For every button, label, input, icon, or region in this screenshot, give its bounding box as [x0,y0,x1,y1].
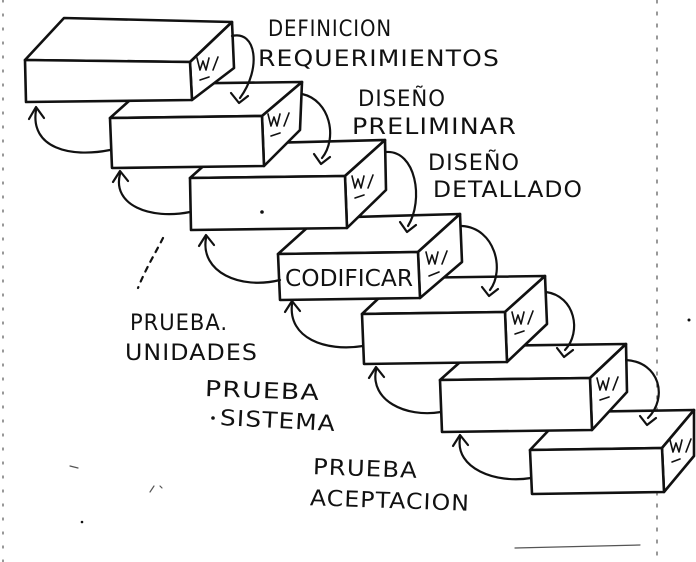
box-side-mark [196,56,219,81]
feedback-arrow-3 [197,233,282,284]
dashed-pointer [136,236,165,290]
stage-label-6-line-1: PRUEBA [205,377,321,406]
box-front-face [528,446,666,496]
stage-label-5-line-2: UNIDADES [125,341,258,366]
arrowhead [229,91,250,105]
stage-label-7-line-2: ACEPTACION [310,486,471,517]
box-side-mark [425,250,448,277]
arrowhead [312,152,332,166]
bottom-stray-line [514,544,641,549]
forward-arrow-6 [624,358,660,427]
stage-label-1-line-2: REQUERIMIENTOS [258,47,500,72]
forward-arrow-5 [544,290,576,359]
feedback-arrow-5 [367,365,443,415]
box-front-face [188,174,349,232]
arrowhead [555,346,575,359]
box-front-face [438,376,594,434]
arrowhead [480,285,500,298]
box-side-mark [669,438,692,463]
stray-dot [687,318,691,322]
arrowhead [283,299,302,314]
forward-arrow-3 [384,150,418,234]
stage-label-7-line-1: PRUEBA [313,455,419,484]
box-side-mark [351,174,374,199]
arrowhead [111,169,130,184]
stage-label-4-line-1: CODIFICAR [285,266,413,292]
forward-arrow-2 [300,92,332,166]
arrowhead [638,414,658,427]
arrowhead [27,105,46,121]
stray-mark [69,465,79,469]
stage-label-2-line-1: DISEÑO [358,85,446,112]
stage-label-6-line-2: SISTEMA [219,406,336,437]
stage-label-2-line-2: PRELIMINAR [352,115,517,140]
box-front-face [360,310,509,366]
forward-arrow-1 [229,34,255,105]
feedback-arrow-6 [451,433,533,481]
arrowhead [367,365,386,380]
stray-dot [260,210,264,214]
stray-mark [149,485,163,493]
box-front-face [23,58,194,104]
forward-arrow-4 [460,224,500,298]
arrowhead [398,220,418,234]
box-side-mark [511,310,534,335]
box-side-mark [596,376,619,401]
arrowhead [451,433,470,448]
arrowhead [197,233,216,248]
stray-dot [211,416,215,420]
box-front-face [276,250,422,302]
feedback-arrow-2 [111,169,192,216]
box-front-face [108,114,266,170]
stage-label-1-line-1: DEFINICION [268,17,392,42]
stage-label-3-line-1: DISEÑO [428,149,520,176]
feedback-arrow-1 [27,105,112,154]
feedback-arrow-4 [283,299,365,349]
stray-dot [80,520,84,524]
stage-label-3-line-2: DETALLADO [433,178,583,203]
box-side-mark [267,112,290,137]
stage-box-1 [23,16,236,104]
stage-label-5-line-1: PRUEBA. [130,311,228,336]
